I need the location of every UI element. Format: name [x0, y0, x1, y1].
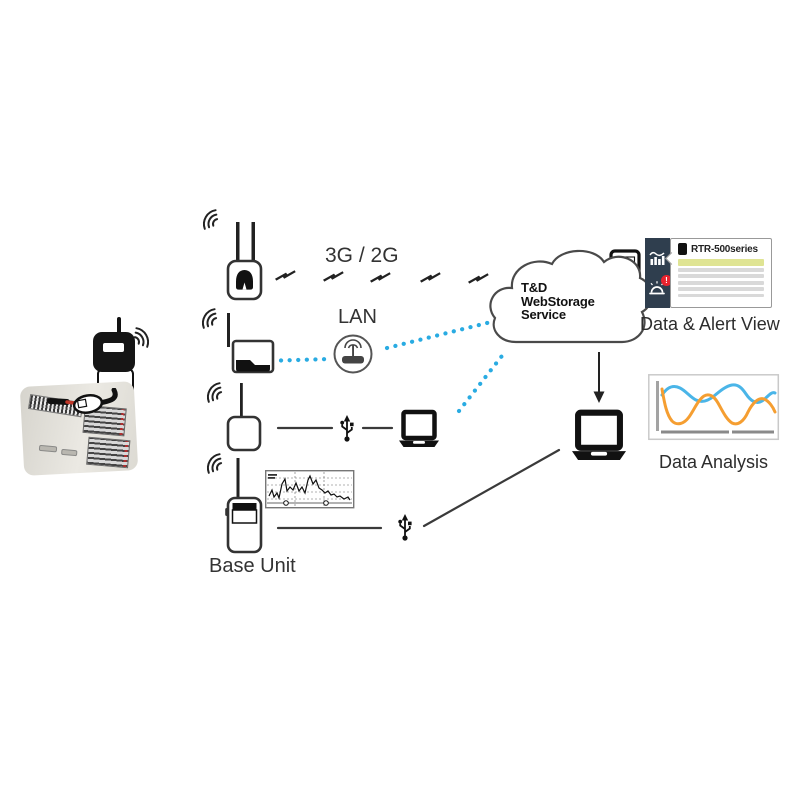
alert-badge: !	[661, 274, 672, 286]
lan-base-unit-icon	[201, 308, 275, 374]
dotted-link-laptop-cloud	[456, 349, 508, 414]
list-row	[678, 287, 764, 292]
list-row	[678, 293, 764, 298]
lightning-bolts-icon	[275, 270, 489, 284]
analysis-chart	[648, 374, 780, 441]
alert-card-sidebar: !	[645, 238, 672, 308]
label-data-alert-view: Data & Alert View	[640, 314, 780, 334]
panel-handle	[61, 448, 78, 457]
mini-graph-thumbnail	[264, 469, 355, 509]
highlight-row	[678, 259, 764, 266]
router-icon	[333, 334, 373, 374]
connection-line	[422, 448, 561, 528]
label-lan: LAN	[338, 306, 377, 328]
cloud-title-line1: T&D	[521, 280, 548, 295]
list-row	[678, 274, 764, 279]
label-data-analysis: Data Analysis	[658, 452, 769, 472]
cellular-base-unit-icon	[202, 209, 263, 301]
cloud-shape	[489, 249, 653, 344]
dotted-link-router-cloud	[384, 319, 494, 351]
siren-alert-icon: !	[649, 274, 672, 296]
down-arrow-icon	[593, 352, 605, 403]
logger-screen	[103, 343, 124, 352]
laptop-icon	[572, 413, 626, 460]
rtr-series-title: RTR-500series	[691, 243, 758, 255]
alert-card-panel: RTR-500series	[664, 238, 772, 308]
wireless-signal-icon	[133, 327, 150, 348]
panel-handle	[38, 444, 58, 453]
label-3g-2g: 3G / 2G	[325, 244, 399, 267]
data-logger-photo	[93, 332, 135, 372]
wireless-signal-icon	[206, 453, 223, 474]
cloud-title: T&D WebStorage Service	[521, 281, 595, 322]
rtr500-base-unit-icon	[206, 382, 262, 452]
bar-graph-signal-icon	[649, 251, 666, 267]
panel-header: RTR-500series	[678, 243, 764, 255]
list-row	[678, 280, 764, 285]
dotted-link-lan-router	[278, 356, 333, 363]
wireless-signal-icon	[202, 209, 219, 230]
usb-icon	[339, 414, 355, 443]
wireless-signal-icon	[206, 382, 223, 403]
logger-antenna	[117, 317, 121, 334]
handheld-base-unit-icon	[206, 453, 263, 554]
wireless-signal-icon	[201, 308, 218, 329]
laptop-icon	[399, 412, 439, 447]
logger-cable	[47, 388, 118, 414]
usb-icon	[397, 513, 413, 542]
cloud-title-line2: WebStorage	[521, 293, 595, 309]
cloud-title-line3: Service	[521, 307, 566, 322]
terminal-grid	[86, 436, 131, 469]
label-base-unit: Base Unit	[209, 555, 296, 577]
device-icon	[678, 243, 687, 255]
list-row	[678, 268, 764, 272]
alert-view-card: ! RTR-500series	[645, 238, 772, 308]
